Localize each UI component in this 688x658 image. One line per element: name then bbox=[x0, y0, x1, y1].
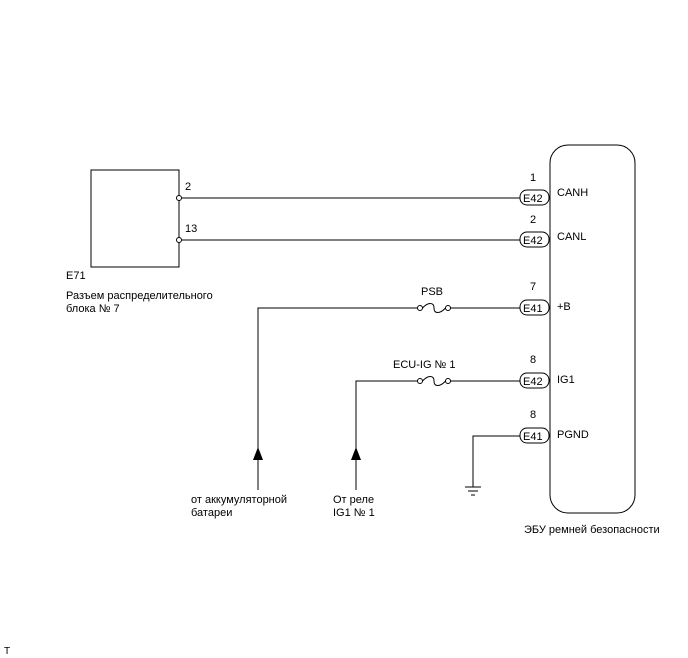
ecu-connector-pill bbox=[519, 231, 550, 248]
ecu-pin-num: 1 bbox=[530, 172, 536, 184]
ecu-name: ЭБУ ремней безопасности bbox=[524, 524, 660, 536]
junction-block-name-line1: Разъем распределительного bbox=[66, 290, 213, 302]
ecu-connector-code: E41 bbox=[523, 431, 543, 443]
ecu-connector-code: E41 bbox=[523, 303, 543, 315]
source-label-line1: от аккумуляторной bbox=[191, 494, 287, 506]
junction-pin-2-label: 2 bbox=[185, 181, 191, 193]
footer-mark: T bbox=[4, 646, 10, 657]
junction-pin-13-label: 13 bbox=[185, 223, 197, 235]
fuse-icon bbox=[417, 376, 451, 386]
junction-block-code: E71 bbox=[66, 270, 86, 282]
wire-plus-b bbox=[257, 307, 418, 458]
ecu-box bbox=[549, 144, 636, 514]
arrow-up-icon bbox=[351, 447, 361, 460]
ecu-connector-code: E42 bbox=[523, 376, 543, 388]
junction-pin-2-terminal bbox=[176, 195, 182, 201]
wire-ig1 bbox=[355, 380, 418, 458]
ecu-connector-pill bbox=[519, 189, 550, 206]
ecu-pin-num: 7 bbox=[530, 281, 536, 293]
fuse-label: PSB bbox=[421, 286, 443, 298]
ground-icon bbox=[465, 486, 481, 496]
source-label-line2: батареи bbox=[191, 507, 232, 519]
ecu-pin-num: 8 bbox=[530, 354, 536, 366]
junction-block-box bbox=[90, 169, 180, 268]
ecu-pin-num: 8 bbox=[530, 409, 536, 421]
fuse-icon bbox=[417, 303, 451, 313]
ecu-signal-name: IG1 bbox=[557, 374, 575, 386]
ecu-pin-num: 2 bbox=[530, 214, 536, 226]
ecu-connector-code: E42 bbox=[523, 193, 543, 205]
fuse-label: ECU-IG № 1 bbox=[393, 359, 456, 371]
arrow-up-icon bbox=[253, 447, 263, 460]
wire-pgnd bbox=[472, 435, 520, 487]
source-label-line1: От реле bbox=[333, 494, 374, 506]
source-label-line2: IG1 № 1 bbox=[333, 507, 375, 519]
ecu-signal-name: PGND bbox=[557, 429, 589, 441]
ecu-signal-name: CANL bbox=[557, 231, 586, 243]
ecu-connector-code: E42 bbox=[523, 235, 543, 247]
junction-pin-13-terminal bbox=[176, 237, 182, 243]
junction-block-name-line2: блока № 7 bbox=[66, 303, 120, 315]
ecu-signal-name: +B bbox=[557, 301, 571, 313]
ecu-signal-name: CANH bbox=[557, 187, 588, 199]
